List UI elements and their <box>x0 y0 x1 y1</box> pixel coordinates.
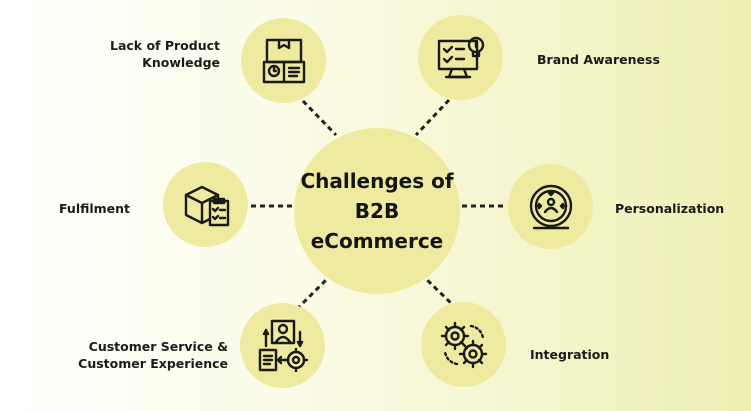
label-line: Lack of Product <box>110 38 220 53</box>
label-brand-awareness: Brand Awareness <box>537 51 660 68</box>
person-target-icon <box>529 184 572 229</box>
connector-customer-service <box>296 272 334 310</box>
node-brand-awareness <box>418 15 503 100</box>
center-title-line-3: eCommerce <box>310 229 444 253</box>
product-manual-icon <box>262 38 305 83</box>
label-line: Customer Experience <box>78 356 228 371</box>
label-customer-service: Customer Service & Customer Experience <box>60 338 228 372</box>
label-line: Personalization <box>615 201 725 216</box>
label-line: Knowledge <box>142 55 220 70</box>
agent-gear-icon <box>258 319 308 372</box>
connector-integration <box>419 272 457 309</box>
label-line: Brand Awareness <box>537 52 660 67</box>
label-line: Integration <box>530 347 610 362</box>
center-title-line-2: B2B <box>354 199 400 223</box>
node-integration <box>421 302 506 387</box>
center-circle: Challenges of B2B eCommerce <box>294 128 460 294</box>
center-title-line-1: Challenges of <box>300 169 454 193</box>
dashboard-bulb-icon <box>437 36 484 78</box>
label-personalization: Personalization <box>615 200 724 217</box>
node-customer-service <box>240 303 325 388</box>
node-personalization <box>508 164 593 249</box>
box-checklist-icon <box>184 185 229 226</box>
label-line: Fulfilment <box>59 201 131 216</box>
label-fulfilment: Fulfilment <box>59 200 130 217</box>
node-fulfilment <box>163 162 248 247</box>
node-lack-of-product-knowledge <box>241 18 326 103</box>
label-line: Customer Service & <box>88 339 228 354</box>
connector-brand-awareness <box>414 98 451 137</box>
label-lack-of-product-knowledge: Lack of Product Knowledge <box>92 37 220 71</box>
gears-icon <box>440 321 487 368</box>
label-integration: Integration <box>530 346 609 363</box>
connector-product-knowledge <box>301 99 338 137</box>
